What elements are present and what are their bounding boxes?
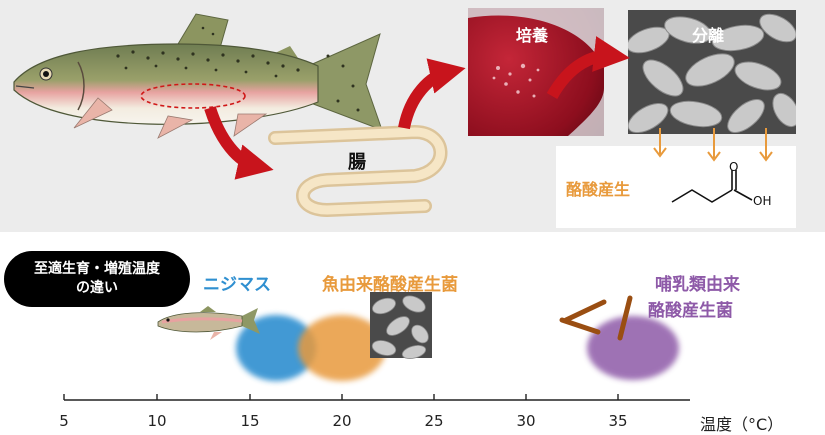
optimal-temperature-badge: 至適生育・増殖温度 の違い	[4, 251, 190, 307]
butyric-acid-structure	[653, 128, 773, 203]
carbonyl-oxygen-label: O	[729, 160, 739, 174]
butyrate-production-label: 酪酸産生	[566, 180, 631, 199]
rainbow-trout-illustration	[13, 13, 383, 139]
mammal-bacteria-label-line1: 哺乳類由来	[655, 275, 740, 295]
tick-label-25: 25	[424, 412, 444, 430]
tick-label-15: 15	[240, 412, 260, 430]
mammal-bacteria-label-line2: 酪酸産生菌	[648, 301, 733, 321]
arrow-culture-to-isolation	[546, 36, 630, 100]
axis-ticks	[63, 394, 619, 400]
process-arrows	[204, 36, 630, 180]
mammal-bacteria-range-blob	[587, 316, 679, 380]
fish-bacteria-range-blob	[298, 315, 386, 381]
tick-label-30: 30	[516, 412, 536, 430]
isolated-bacteria-sem-photo	[628, 10, 796, 134]
gut-highlight-ellipse	[140, 83, 246, 109]
hydroxyl-label: OH	[753, 194, 772, 208]
tick-label-10: 10	[147, 412, 167, 430]
intestine-label: 腸	[348, 152, 366, 173]
rod-bacteria-icon	[559, 295, 633, 341]
arrow-gut-to-intestine	[204, 106, 274, 180]
badge-line-2: の違い	[76, 280, 118, 296]
fish-bacteria-label: 魚由来酪酸産生菌	[322, 275, 458, 295]
tick-label-20: 20	[332, 412, 352, 430]
tick-label-5: 5	[59, 412, 69, 430]
butyrate-box	[556, 146, 796, 228]
small-trout-icon	[157, 306, 260, 340]
badge-line-1: 至適生育・増殖温度	[34, 261, 160, 277]
trout-label: ニジマス	[203, 275, 271, 295]
tick-label-35: 35	[608, 412, 628, 430]
small-sem-inset	[370, 292, 432, 359]
culture-label: 培養	[516, 26, 549, 45]
arrow-intestine-to-culture	[398, 58, 466, 130]
culture-plate-photo	[468, 8, 604, 136]
intestine-illustration	[268, 125, 448, 217]
temperature-axis-chart	[63, 292, 690, 401]
isolation-label: 分離	[692, 26, 725, 45]
temperature-axis-title: 温度（°C）	[700, 415, 784, 434]
